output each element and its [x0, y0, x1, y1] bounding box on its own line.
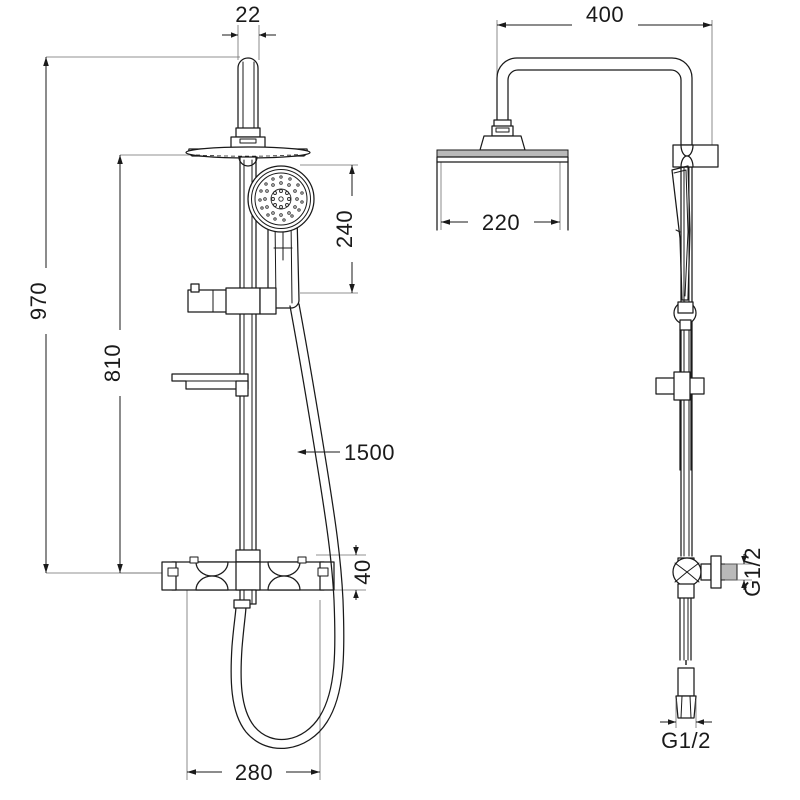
dimension-970: 970 [26, 56, 240, 574]
side-elevation-view: 400 220 [436, 2, 765, 753]
thread-side-label: G1/2 [740, 547, 765, 597]
wall-bracket [672, 144, 719, 168]
dim-40-label: 40 [350, 559, 375, 584]
thermostatic-mixer-valve [161, 549, 335, 605]
slide-bar-side [680, 149, 693, 557]
thread-bottom-label: G1/2 [661, 728, 711, 753]
dimension-810: 810 [100, 154, 202, 574]
dimension-22: 22 [222, 2, 276, 60]
overhead-shower-head [185, 136, 311, 167]
dimension-220: 220 [440, 160, 561, 236]
dim-1500-label: 1500 [344, 440, 395, 465]
nozzle-pattern [258, 175, 304, 222]
slide-holder-side [655, 371, 705, 401]
dim-280-label: 280 [235, 760, 273, 785]
diverter-body [672, 555, 738, 661]
dim-240-label: 240 [332, 210, 357, 248]
flexible-hose [230, 303, 345, 749]
soap-shelf [171, 373, 249, 397]
dimension-thread-bottom: G1/2 [660, 700, 712, 753]
hand-shower [247, 165, 315, 309]
dim-400-label: 400 [586, 2, 624, 27]
gooseneck-arm [493, 57, 693, 151]
inlet-connector [675, 660, 697, 719]
riser-pipe [235, 57, 261, 138]
callout-1500: 1500 [297, 440, 395, 465]
slide-bracket [187, 283, 277, 315]
front-elevation-view: 22 970 810 [26, 2, 395, 786]
dimension-thread-side: G1/2 [725, 547, 765, 597]
dimension-40: 40 [316, 545, 375, 600]
dim-810-label: 810 [100, 344, 125, 382]
overhead-shower-head-side [436, 125, 569, 231]
dimension-280: 280 [186, 590, 321, 786]
slide-bar [239, 156, 257, 557]
dimension-240: 240 [300, 164, 365, 294]
dimension-400: 400 [496, 2, 713, 150]
dim-220-label: 220 [482, 210, 520, 235]
dim-22-label: 22 [235, 2, 260, 27]
dim-970-label: 970 [26, 282, 51, 320]
